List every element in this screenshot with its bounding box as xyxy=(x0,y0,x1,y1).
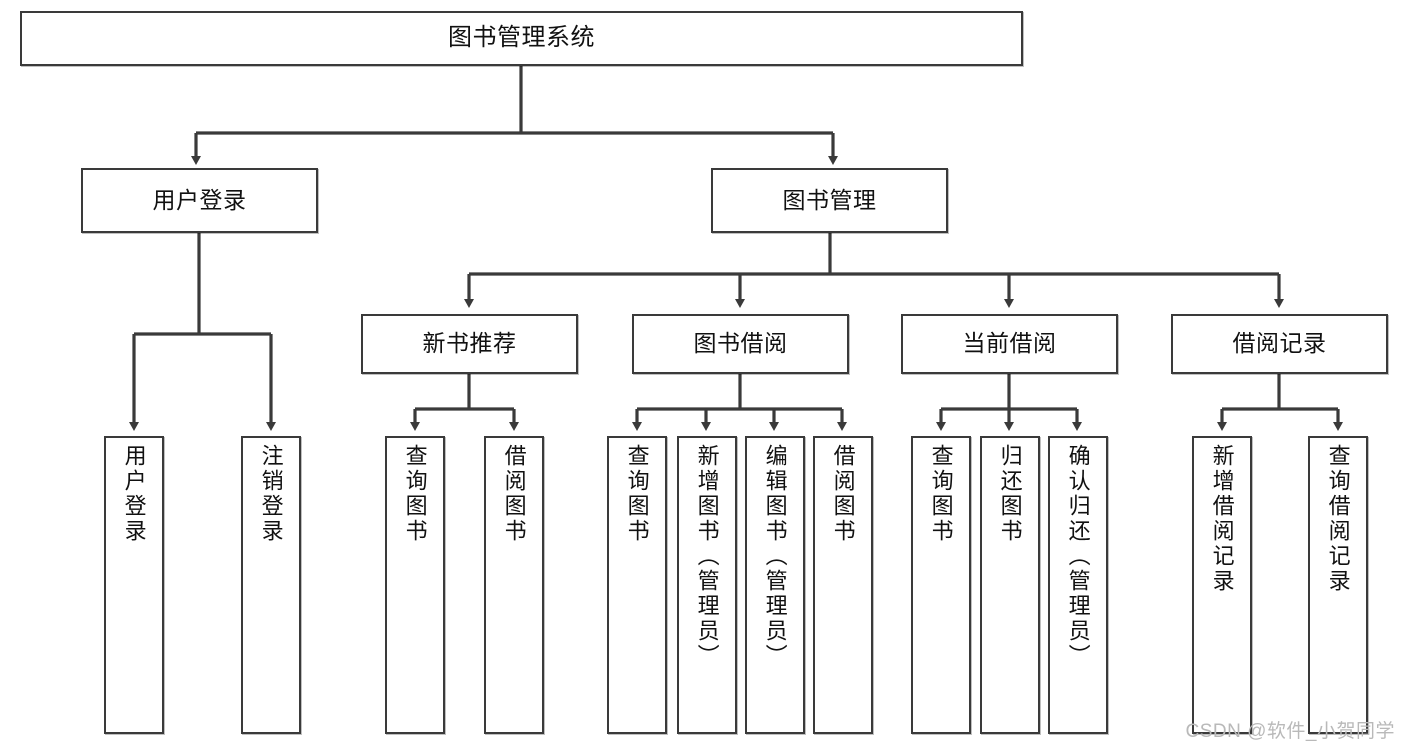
node-label: 注销登录 xyxy=(258,444,284,544)
leaf-borrow-book-recommend[interactable]: 借阅图书 xyxy=(484,436,544,734)
node-label: 编辑图书（管理员） xyxy=(762,444,788,669)
node-label: 查询图书 xyxy=(928,444,954,544)
node-book-management[interactable]: 图书管理 xyxy=(711,168,948,233)
node-label: 借阅记录 xyxy=(1232,330,1327,357)
node-label: 归还图书 xyxy=(997,444,1023,544)
leaf-query-book-current[interactable]: 查询图书 xyxy=(911,436,971,734)
node-user-login[interactable]: 用户登录 xyxy=(81,168,318,233)
leaf-add-borrow-record[interactable]: 新增借阅记录 xyxy=(1192,436,1252,734)
node-label: 图书管理系统 xyxy=(448,24,595,52)
node-label: 查询图书 xyxy=(402,444,428,544)
node-label: 新书推荐 xyxy=(422,330,517,357)
leaf-query-borrow-record[interactable]: 查询借阅记录 xyxy=(1308,436,1368,734)
leaf-user-login[interactable]: 用户登录 xyxy=(104,436,164,734)
node-label: 查询图书 xyxy=(624,444,650,544)
node-label: 图书借阅 xyxy=(693,330,788,357)
node-label: 用户登录 xyxy=(152,186,247,213)
node-root-book-management-system[interactable]: 图书管理系统 xyxy=(20,11,1023,66)
node-label: 借阅图书 xyxy=(501,444,527,544)
node-current-borrow[interactable]: 当前借阅 xyxy=(901,314,1118,374)
leaf-query-book-recommend[interactable]: 查询图书 xyxy=(385,436,445,734)
leaf-logout[interactable]: 注销登录 xyxy=(241,436,301,734)
node-label: 图书管理 xyxy=(782,186,877,213)
leaf-return-book[interactable]: 归还图书 xyxy=(980,436,1040,734)
node-label: 借阅图书 xyxy=(830,444,856,544)
node-label: 新增借阅记录 xyxy=(1209,444,1235,594)
node-label: 用户登录 xyxy=(121,444,147,544)
node-label: 查询借阅记录 xyxy=(1325,444,1351,594)
node-label: 新增图书（管理员） xyxy=(694,444,720,669)
node-borrow-record[interactable]: 借阅记录 xyxy=(1171,314,1388,374)
leaf-add-book-admin[interactable]: 新增图书（管理员） xyxy=(677,436,737,734)
leaf-borrow-book[interactable]: 借阅图书 xyxy=(813,436,873,734)
leaf-query-book-borrow[interactable]: 查询图书 xyxy=(607,436,667,734)
node-label: 确认归还（管理员） xyxy=(1065,444,1091,669)
leaf-edit-book-admin[interactable]: 编辑图书（管理员） xyxy=(745,436,805,734)
leaf-confirm-return-admin[interactable]: 确认归还（管理员） xyxy=(1048,436,1108,734)
node-label: 当前借阅 xyxy=(962,330,1057,357)
watermark: CSDN @软件_小贺同学 xyxy=(1185,721,1395,742)
node-book-borrow[interactable]: 图书借阅 xyxy=(632,314,849,374)
node-new-book-recommendation[interactable]: 新书推荐 xyxy=(361,314,578,374)
